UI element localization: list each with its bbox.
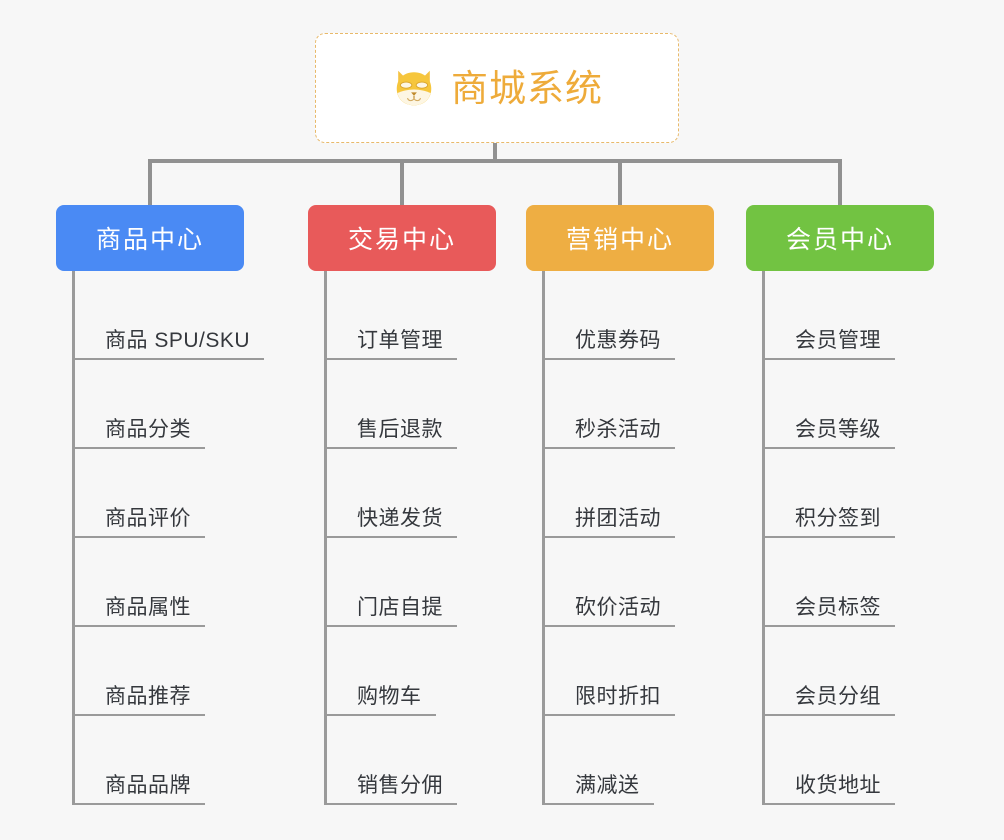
leaf-label: 商品品牌 — [75, 774, 205, 805]
leaf-list-1: 商品 SPU/SKU 商品分类 商品评价 商品属性 商品推荐 商品品牌 — [72, 271, 265, 805]
category-label-3: 营销中心 — [565, 226, 674, 254]
leaf-label: 收货地址 — [765, 774, 895, 805]
category-box-2[interactable]: 交易中心 — [308, 205, 496, 271]
leaf-label: 快递发货 — [327, 507, 457, 538]
leaf-label: 商品评价 — [75, 507, 205, 538]
list-item[interactable]: 会员等级 — [765, 360, 934, 449]
list-item[interactable]: 商品 SPU/SKU — [75, 271, 265, 360]
list-item[interactable]: 积分签到 — [765, 449, 934, 538]
leaf-label: 售后退款 — [327, 418, 457, 449]
leaf-label: 优惠券码 — [545, 329, 675, 360]
leaf-label: 限时折扣 — [545, 685, 675, 716]
leaf-label: 会员等级 — [765, 418, 895, 449]
leaf-label: 砍价活动 — [545, 596, 675, 627]
list-item[interactable]: 商品评价 — [75, 449, 244, 538]
list-item[interactable]: 砍价活动 — [545, 538, 714, 627]
leaf-list-4: 会员管理 会员等级 积分签到 会员标签 会员分组 收货地址 — [762, 271, 934, 805]
list-item[interactable]: 限时折扣 — [545, 627, 714, 716]
list-item[interactable]: 快递发货 — [327, 449, 496, 538]
leaf-label: 商品属性 — [75, 596, 205, 627]
leaf-label: 会员分组 — [765, 685, 895, 716]
list-item[interactable]: 商品推荐 — [75, 627, 244, 716]
connector-drop-1 — [148, 159, 152, 207]
list-item[interactable]: 会员标签 — [765, 538, 934, 627]
leaf-label: 商品推荐 — [75, 685, 205, 716]
list-item[interactable]: 商品属性 — [75, 538, 244, 627]
list-item[interactable]: 购物车 — [327, 627, 496, 716]
shiba-dog-face-icon — [396, 70, 432, 106]
leaf-label: 积分签到 — [765, 507, 895, 538]
list-item[interactable]: 收货地址 — [765, 716, 934, 805]
branch-column-2: 交易中心 订单管理 售后退款 快递发货 门店自提 购物车 销售分佣 — [308, 205, 496, 805]
leaf-label: 销售分佣 — [327, 774, 457, 805]
branch-column-4: 会员中心 会员管理 会员等级 积分签到 会员标签 会员分组 收货地址 — [746, 205, 934, 805]
list-item[interactable]: 秒杀活动 — [545, 360, 714, 449]
list-item[interactable]: 会员分组 — [765, 627, 934, 716]
root-node[interactable]: 商城系统 — [315, 33, 679, 143]
leaf-label: 门店自提 — [327, 596, 457, 627]
category-label-4: 会员中心 — [785, 226, 894, 254]
leaf-label: 购物车 — [327, 685, 436, 716]
list-item[interactable]: 商品分类 — [75, 360, 244, 449]
category-label-1: 商品中心 — [95, 226, 204, 254]
leaf-list-2: 订单管理 售后退款 快递发货 门店自提 购物车 销售分佣 — [324, 271, 496, 805]
category-box-4[interactable]: 会员中心 — [746, 205, 934, 271]
leaf-label: 拼团活动 — [545, 507, 675, 538]
list-item[interactable]: 销售分佣 — [327, 716, 496, 805]
list-item[interactable]: 拼团活动 — [545, 449, 714, 538]
list-item[interactable]: 优惠券码 — [545, 271, 714, 360]
list-item[interactable]: 订单管理 — [327, 271, 496, 360]
branch-column-3: 营销中心 优惠券码 秒杀活动 拼团活动 砍价活动 限时折扣 满减送 — [526, 205, 714, 805]
connector-drop-3 — [618, 159, 622, 207]
branch-column-1: 商品中心 商品 SPU/SKU 商品分类 商品评价 商品属性 商品推荐 商品品牌 — [56, 205, 265, 805]
list-item[interactable]: 满减送 — [545, 716, 714, 805]
list-item[interactable]: 门店自提 — [327, 538, 496, 627]
root-title: 商城系统 — [451, 67, 603, 109]
connector-root-stem — [493, 143, 497, 162]
leaf-label: 会员标签 — [765, 596, 895, 627]
connector-drop-2 — [400, 159, 404, 207]
list-item[interactable]: 会员管理 — [765, 271, 934, 360]
category-box-3[interactable]: 营销中心 — [526, 205, 714, 271]
category-box-1[interactable]: 商品中心 — [56, 205, 244, 271]
leaf-label: 订单管理 — [327, 329, 457, 360]
connector-horizontal-bus — [148, 159, 842, 163]
leaf-label: 会员管理 — [765, 329, 895, 360]
leaf-list-3: 优惠券码 秒杀活动 拼团活动 砍价活动 限时折扣 满减送 — [542, 271, 714, 805]
list-item[interactable]: 售后退款 — [327, 360, 496, 449]
connector-drop-4 — [838, 159, 842, 207]
list-item[interactable]: 商品品牌 — [75, 716, 244, 805]
category-label-2: 交易中心 — [347, 226, 456, 254]
leaf-label: 商品分类 — [75, 418, 205, 449]
leaf-label: 商品 SPU/SKU — [75, 329, 265, 360]
leaf-label: 秒杀活动 — [545, 418, 675, 449]
leaf-label: 满减送 — [545, 774, 654, 805]
